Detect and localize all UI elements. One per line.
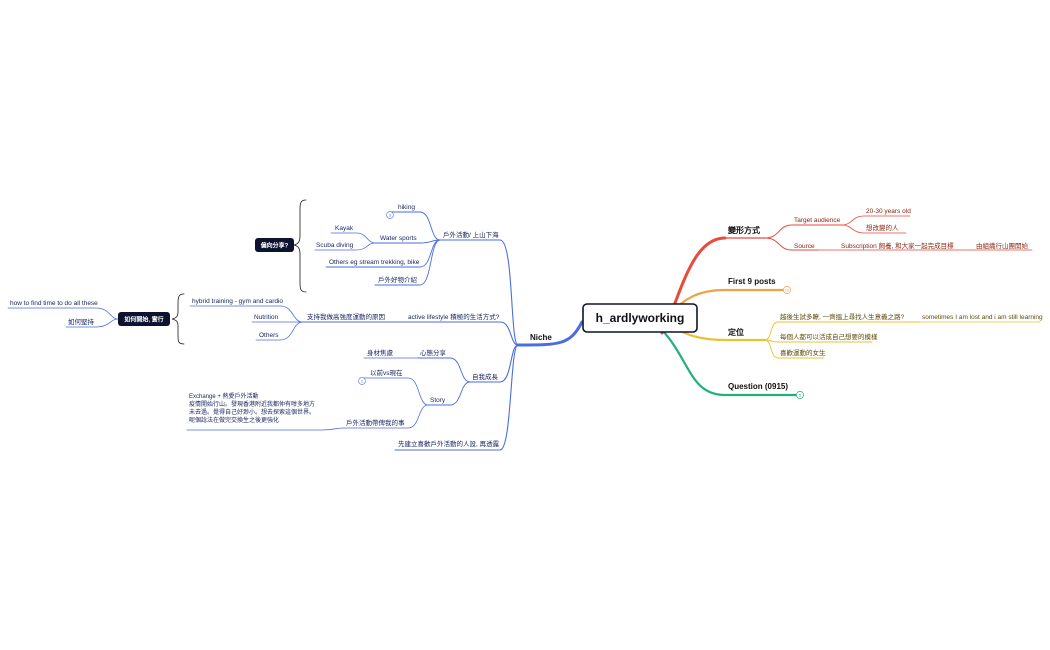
root-node[interactable]: h_ardlyworking [582,303,698,333]
node-others[interactable]: Others [259,332,279,339]
bracket-outdoor [293,199,307,293]
node-persist[interactable]: 如何堅持 [68,317,95,326]
collapsed-count-first-9[interactable]: 10 [783,286,791,294]
node-build-first[interactable]: 先建立喜歡戶外活動的人設, 再透露 [398,439,500,448]
node-kayak[interactable]: Kayak [335,225,354,232]
node-others-stream[interactable]: Others eg stream trekking, bike [329,259,420,266]
branch-connector-niche [7,211,584,451]
before-now-count: 2 [361,378,364,383]
branch-connector-question [660,328,799,397]
exchange-line-2: 疫情開始行山。發現香港附近我都仲有咁多地方 [189,400,315,408]
node-source[interactable]: Source [794,243,815,250]
node-niche[interactable]: Niche [530,333,552,342]
first-9-count: 10 [785,287,790,292]
node-find-time[interactable]: how to find time to do all these [10,300,98,307]
node-hybrid[interactable]: hybrid training - gym and cardio [192,298,283,305]
tag-share[interactable]: 偏向分享? [255,238,294,252]
node-outdoor-changes[interactable]: 戶外活動帶俾我的事 [346,418,405,427]
node-position-1[interactable]: 越後生試多瞭, 一齊搵上尋找人生意義之路? [780,312,905,321]
tag-share-label: 偏向分享? [261,242,289,250]
node-age[interactable]: 20-30 years old [866,208,911,215]
question-count: 5 [799,392,802,397]
node-lifestyle[interactable]: active lifestyle 積極的生活方式? [408,312,500,321]
node-nutrition[interactable]: Nutrition [254,314,279,321]
node-change[interactable]: 想改變的人 [866,223,899,232]
node-mindset[interactable]: 心態分享 [420,348,447,357]
exchange-line-3: 未去過。覺得自己好渺小。想去探索這個世界。 [189,408,315,416]
node-gear[interactable]: 戶外好物介紹 [378,275,418,284]
node-transform[interactable]: 變形方式 [727,225,760,235]
exchange-line-1: Exchange + 熱愛戶外活動 [189,392,259,400]
collapsed-count-before-now[interactable]: 2 [358,377,366,385]
node-outdoor[interactable]: 戶外活動/ 上山下海 [443,230,499,239]
node-scuba[interactable]: Scuba diving [316,242,354,249]
node-subscription[interactable]: Subscription 飼養, 和大家一起完成目標 [841,241,954,250]
node-question[interactable]: Question (0915) [728,382,788,391]
node-story[interactable]: Story [430,397,446,404]
node-target-audience[interactable]: Target audience [794,217,841,224]
hiking-count: 3 [389,212,392,217]
tag-how-to-start[interactable]: 如何開始, 實行 [118,312,170,326]
collapsed-count-question[interactable]: 5 [796,391,804,399]
exchange-line-4: 呢個諗法在做完交換生之後更強化 [189,416,279,424]
node-body-anxiety[interactable]: 身材焦慮 [367,348,394,357]
collapsed-count-hiking[interactable]: 3 [386,211,394,219]
node-group-hiking[interactable]: 由組織行山團開始 [976,241,1029,250]
node-growth[interactable]: 自我成長 [472,372,499,381]
node-hiking[interactable]: hiking [398,204,415,211]
root-label: h_ardlyworking [596,311,685,325]
node-positioning[interactable]: 定位 [727,327,744,337]
node-position-3[interactable]: 喜歡運動的女生 [780,348,826,357]
node-reason[interactable]: 支持我做高強度運動的原因 [307,312,385,321]
tag-how-to-start-label: 如何開始, 實行 [124,316,163,324]
node-water-sports[interactable]: Water sports [380,235,417,242]
node-before-now[interactable]: 以前vs現在 [370,368,403,377]
node-exchange-note[interactable]: Exchange + 熱愛戶外活動 疫情開始行山。發現香港附近我都仲有咁多地方 … [189,392,315,424]
node-position-1-note[interactable]: sometimes I am lost and i am still learn… [922,314,1043,321]
node-position-2[interactable]: 每個人都可以活成自己想要的模樣 [780,332,878,341]
node-first-9-posts[interactable]: First 9 posts [728,277,776,286]
bracket-lifestyle [171,293,185,345]
